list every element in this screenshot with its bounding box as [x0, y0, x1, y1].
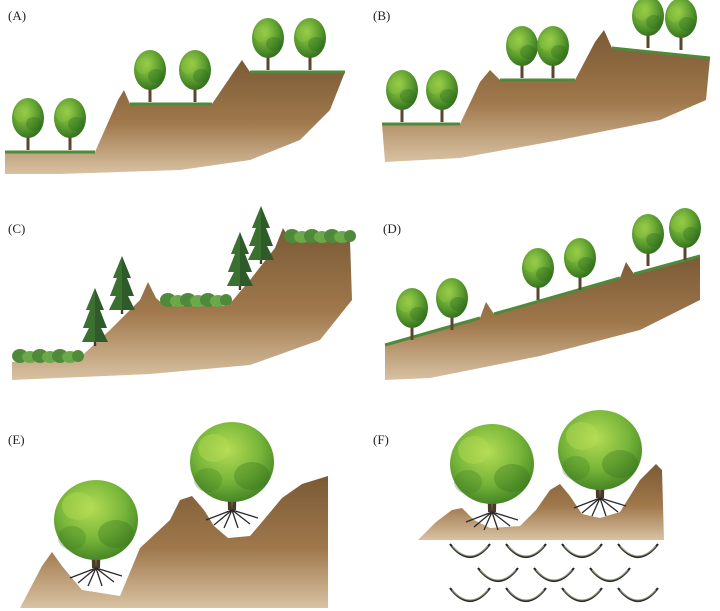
- half-moon-pit-icon: [532, 566, 576, 583]
- half-moon-pit-icon: [588, 566, 632, 583]
- deciduous-tree-icon: [12, 98, 44, 150]
- half-moon-pit-icon: [616, 542, 660, 559]
- deciduous-tree-icon: [386, 70, 418, 122]
- half-moon-pit-icon: [504, 586, 548, 603]
- conifer-tree-icon: [248, 206, 274, 264]
- deciduous-tree-icon: [669, 208, 701, 260]
- panel-f-half-moon: [418, 408, 664, 603]
- panel-a-terraces: [5, 18, 345, 174]
- deciduous-tree-icon: [179, 50, 211, 102]
- half-moon-pit-icon: [560, 542, 604, 559]
- half-moon-pit-icon: [560, 586, 604, 603]
- deciduous-tree-icon: [426, 70, 458, 122]
- deciduous-tree-icon: [506, 26, 538, 78]
- panel-c-terraces: [12, 206, 356, 380]
- panel-e-label: (E): [8, 432, 25, 447]
- deciduous-tree-icon: [632, 0, 664, 48]
- deciduous-tree-icon: [54, 98, 86, 150]
- half-moon-pit-icon: [476, 566, 520, 583]
- half-moon-pit-icon: [504, 542, 548, 559]
- deciduous-tree-icon: [632, 214, 664, 266]
- shrub-icon: [12, 349, 84, 363]
- deciduous-tree-icon: [134, 50, 166, 102]
- deciduous-tree-icon: [294, 18, 326, 70]
- panel-b-terraces: [382, 0, 711, 162]
- half-moon-pit-icon: [616, 586, 660, 603]
- shrub-icon: [160, 293, 232, 307]
- deciduous-tree-icon: [522, 248, 554, 300]
- deciduous-tree-icon: [564, 238, 596, 290]
- conifer-tree-icon: [82, 288, 108, 346]
- panel-f-label: (F): [373, 432, 389, 447]
- panel-d-terraces: [384, 208, 701, 380]
- deciduous-tree-icon: [252, 18, 284, 70]
- deciduous-tree-icon: [396, 288, 428, 340]
- panel-c-label: (C): [8, 221, 26, 236]
- shrub-icon: [284, 229, 356, 243]
- conifer-tree-icon: [109, 256, 135, 314]
- panel-e-micro-catchment: [20, 420, 328, 608]
- panel-d-label: (D): [383, 221, 402, 236]
- deciduous-tree-icon: [537, 26, 569, 78]
- half-moon-pit-icon: [448, 542, 492, 559]
- panel-b-label: (B): [373, 8, 391, 23]
- conifer-tree-icon: [227, 232, 253, 290]
- half-moon-pit-icon: [448, 586, 492, 603]
- panel-a-label: (A): [8, 8, 27, 23]
- large-tree-icon: [52, 478, 140, 588]
- deciduous-tree-icon: [665, 0, 697, 50]
